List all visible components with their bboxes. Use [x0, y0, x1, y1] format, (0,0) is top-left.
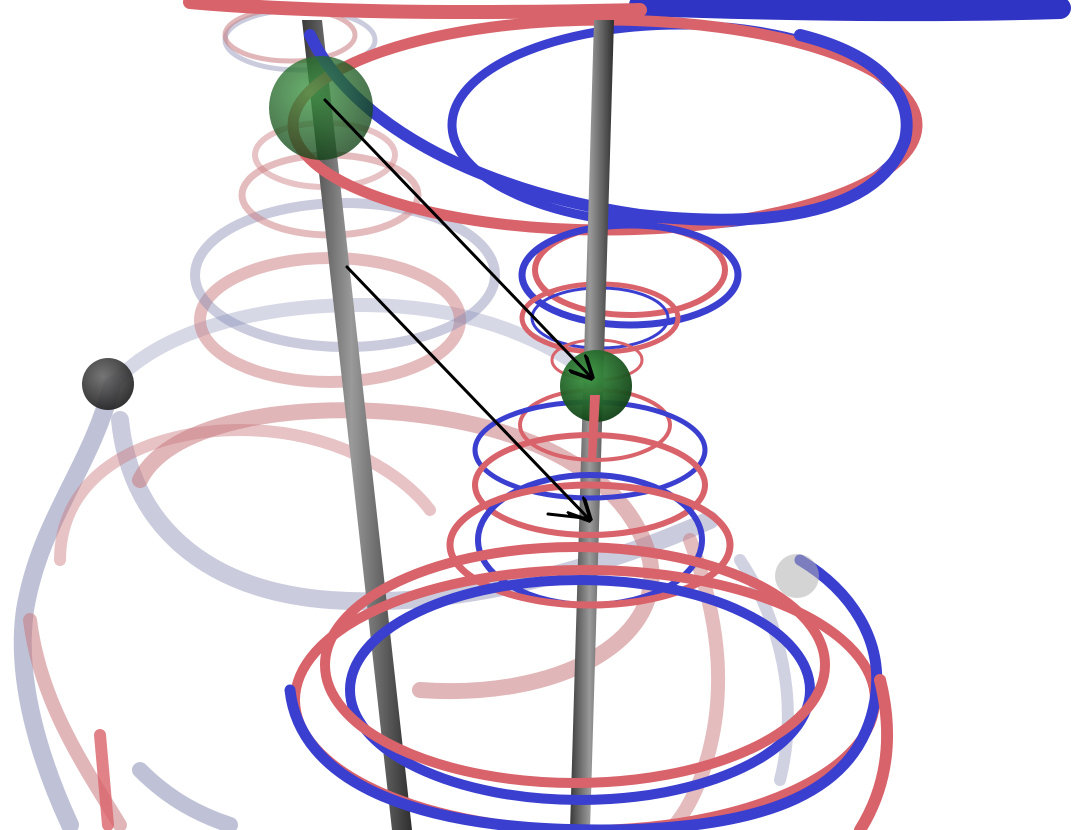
spheres — [82, 56, 819, 598]
lower-rings — [284, 388, 894, 830]
top-blue-band — [629, 0, 1071, 22]
top-red-band — [183, 0, 647, 19]
faded-red-stub-1 — [94, 729, 114, 830]
faded-blue-spiral-outer — [13, 376, 121, 830]
faded-blue-spiral-mid — [111, 411, 719, 611]
blue-ring-mid-upper — [518, 221, 742, 329]
lower-arrow-tick — [546, 512, 586, 520]
right-faded-sphere — [775, 554, 819, 598]
lower-arrow — [345, 265, 588, 518]
upper-green-sphere — [269, 56, 373, 160]
blue-ring-lower-bottom — [284, 554, 883, 830]
red-ring-lower-outer-right — [854, 674, 894, 830]
blue-swoop-top — [304, 29, 913, 226]
red-ring-lower-4 — [320, 542, 830, 788]
arrows — [323, 98, 590, 520]
middle-sphere-red-stem — [588, 395, 600, 460]
upper-arrow — [323, 98, 590, 376]
faded-blue-spiral-bottom — [132, 762, 238, 830]
left-dark-sphere — [82, 358, 134, 410]
blue-ring-lower-3 — [345, 575, 815, 805]
red-ring-lower-3 — [446, 481, 734, 609]
faded-background-helix — [13, 6, 794, 830]
faded-red-spiral-left — [54, 423, 436, 566]
